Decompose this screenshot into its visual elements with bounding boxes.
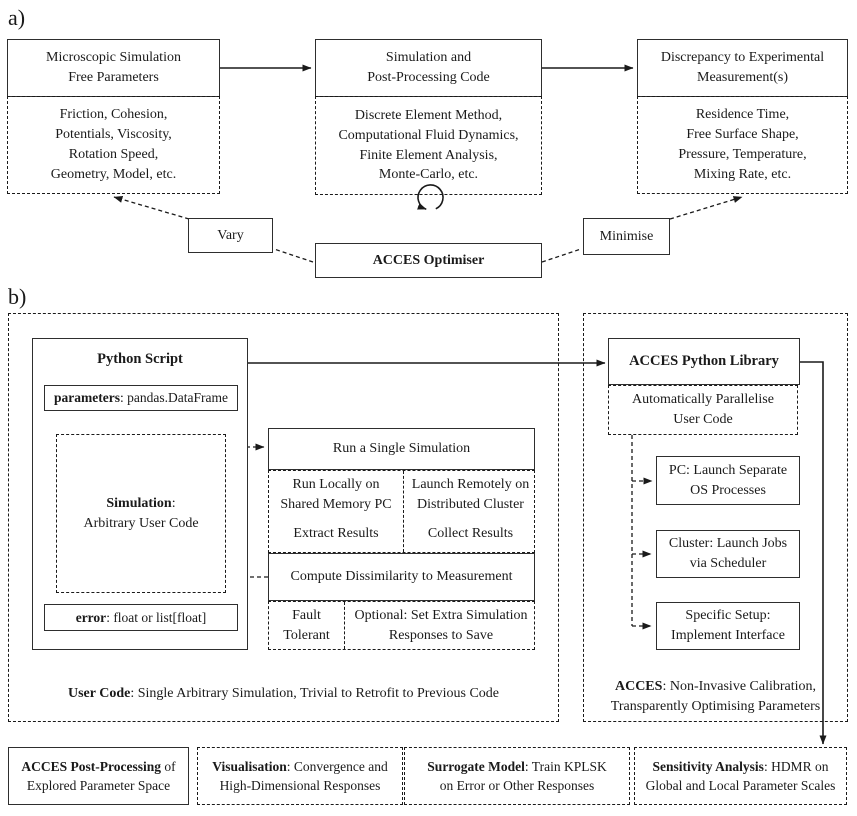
surrogate-bold: Surrogate Model: [427, 758, 525, 774]
launch-remotely-text: Launch Remotely on Distributed Cluster: [411, 477, 530, 512]
user-code-container: [8, 313, 559, 722]
acces-container: [583, 313, 848, 722]
box-simulation-code: Simulation and Post-Processing Code: [315, 39, 542, 97]
box-acces-optimiser: ACCES Optimiser: [315, 243, 542, 278]
panel-a-label: a): [8, 5, 26, 30]
column-divider: [344, 602, 345, 649]
auto-parallelise-box: Automatically Parallelise User Code: [608, 385, 798, 435]
parameters-field: parameters: pandas.DataFrame: [44, 385, 238, 411]
run-locally-text: Run Locally on Shared Memory PC: [280, 477, 392, 512]
user-code-caption: User Code: Single Arbitrary Simulation, …: [14, 680, 553, 708]
acces-caption: ACCES: Non-Invasive Calibration, Transpa…: [589, 676, 842, 718]
optional-save-text: Optional: Set Extra Simulation Responses…: [354, 607, 528, 643]
dissimilarity-details-box: Fault Tolerant Optional: Set Extra Simul…: [268, 601, 535, 650]
panel-b-label: b): [8, 284, 27, 309]
simulation-user-code-box: Simulation: Arbitrary User Code: [56, 434, 226, 593]
dashed-link-optimiser-vary: [273, 248, 314, 263]
box-acces-postprocessing: ACCES Post-Processing of Explored Parame…: [8, 747, 189, 805]
detail-free-parameters: Friction, Cohesion, Potentials, Viscosit…: [7, 96, 220, 194]
visualisation-bold: Visualisation: [212, 758, 287, 774]
box-run-single-simulation: Run a Single Simulation: [268, 428, 535, 470]
launch-remotely-cell: Launch Remotely on Distributed Cluster C…: [405, 471, 536, 552]
error-field: error: float or list[float]: [44, 604, 238, 631]
simulation-keyword: Simulation: [106, 495, 172, 511]
postprocessing-rest: of Explored Parameter Space: [26, 758, 176, 793]
collect-results-text: Collect Results: [427, 526, 514, 542]
fault-tolerant-text: Fault Tolerant: [283, 607, 330, 643]
box-sensitivity-analysis: Sensitivity Analysis: HDMR on Global and…: [634, 747, 847, 805]
acces-caption-bold: ACCES: [614, 679, 663, 695]
sensitivity-rest: : HDMR on Global and Local Parameter Sca…: [645, 758, 836, 793]
surrogate-rest: : Train KPLSK on Error or Other Response…: [439, 758, 607, 793]
dashed-arrow-minimise-to-discrepancy: [669, 196, 743, 220]
user-code-caption-bold: User Code: [67, 686, 131, 702]
box-compute-dissimilarity: Compute Dissimilarity to Measurement: [268, 553, 535, 601]
parameters-type: : pandas.DataFrame: [120, 390, 228, 406]
box-surrogate-model: Surrogate Model: Train KPLSK on Error or…: [404, 747, 630, 805]
error-type: : float or list[float]: [106, 609, 207, 625]
parameters-keyword: parameters: [54, 390, 120, 406]
run-locally-cell: Run Locally on Shared Memory PC Extract …: [269, 471, 403, 552]
backend-setup-box: Specific Setup: Implement Interface: [656, 602, 800, 650]
detail-discrepancy: Residence Time, Free Surface Shape, Pres…: [637, 96, 848, 194]
python-script-title: Python Script: [97, 350, 183, 367]
dashed-arrow-vary-to-parameters: [113, 196, 190, 220]
run-details-box: Run Locally on Shared Memory PC Extract …: [268, 470, 535, 553]
backend-cluster-box: Cluster: Launch Jobs via Scheduler: [656, 530, 800, 578]
box-visualisation: Visualisation: Convergence and High-Dime…: [197, 747, 403, 805]
dashed-link-optimiser-minimise: [541, 248, 582, 263]
user-code-caption-rest: : Single Arbitrary Simulation, Trivial t…: [130, 686, 499, 702]
box-acces-python-library: ACCES Python Library: [608, 338, 800, 385]
visualisation-rest: : Convergence and High-Dimensional Respo…: [219, 758, 388, 793]
error-keyword: error: [75, 609, 107, 625]
acces-caption-rest: : Non-Invasive Calibration, Transparentl…: [610, 679, 821, 714]
box-python-script: Python Script parameters: pandas.DataFra…: [32, 338, 248, 650]
postprocessing-bold: ACCES Post-Processing: [21, 758, 161, 774]
box-vary: Vary: [188, 218, 273, 253]
box-minimise: Minimise: [583, 218, 670, 255]
box-free-parameters: Microscopic Simulation Free Parameters: [7, 39, 220, 97]
simulation-desc: : Arbitrary User Code: [83, 495, 199, 531]
column-divider: [403, 471, 404, 552]
extract-results-text: Extract Results: [293, 526, 379, 542]
detail-simulation-code: Discrete Element Method, Computational F…: [315, 96, 542, 195]
sensitivity-bold: Sensitivity Analysis: [652, 758, 764, 774]
box-discrepancy: Discrepancy to Experimental Measurement(…: [637, 39, 848, 97]
backend-pc-box: PC: Launch Separate OS Processes: [656, 456, 800, 505]
